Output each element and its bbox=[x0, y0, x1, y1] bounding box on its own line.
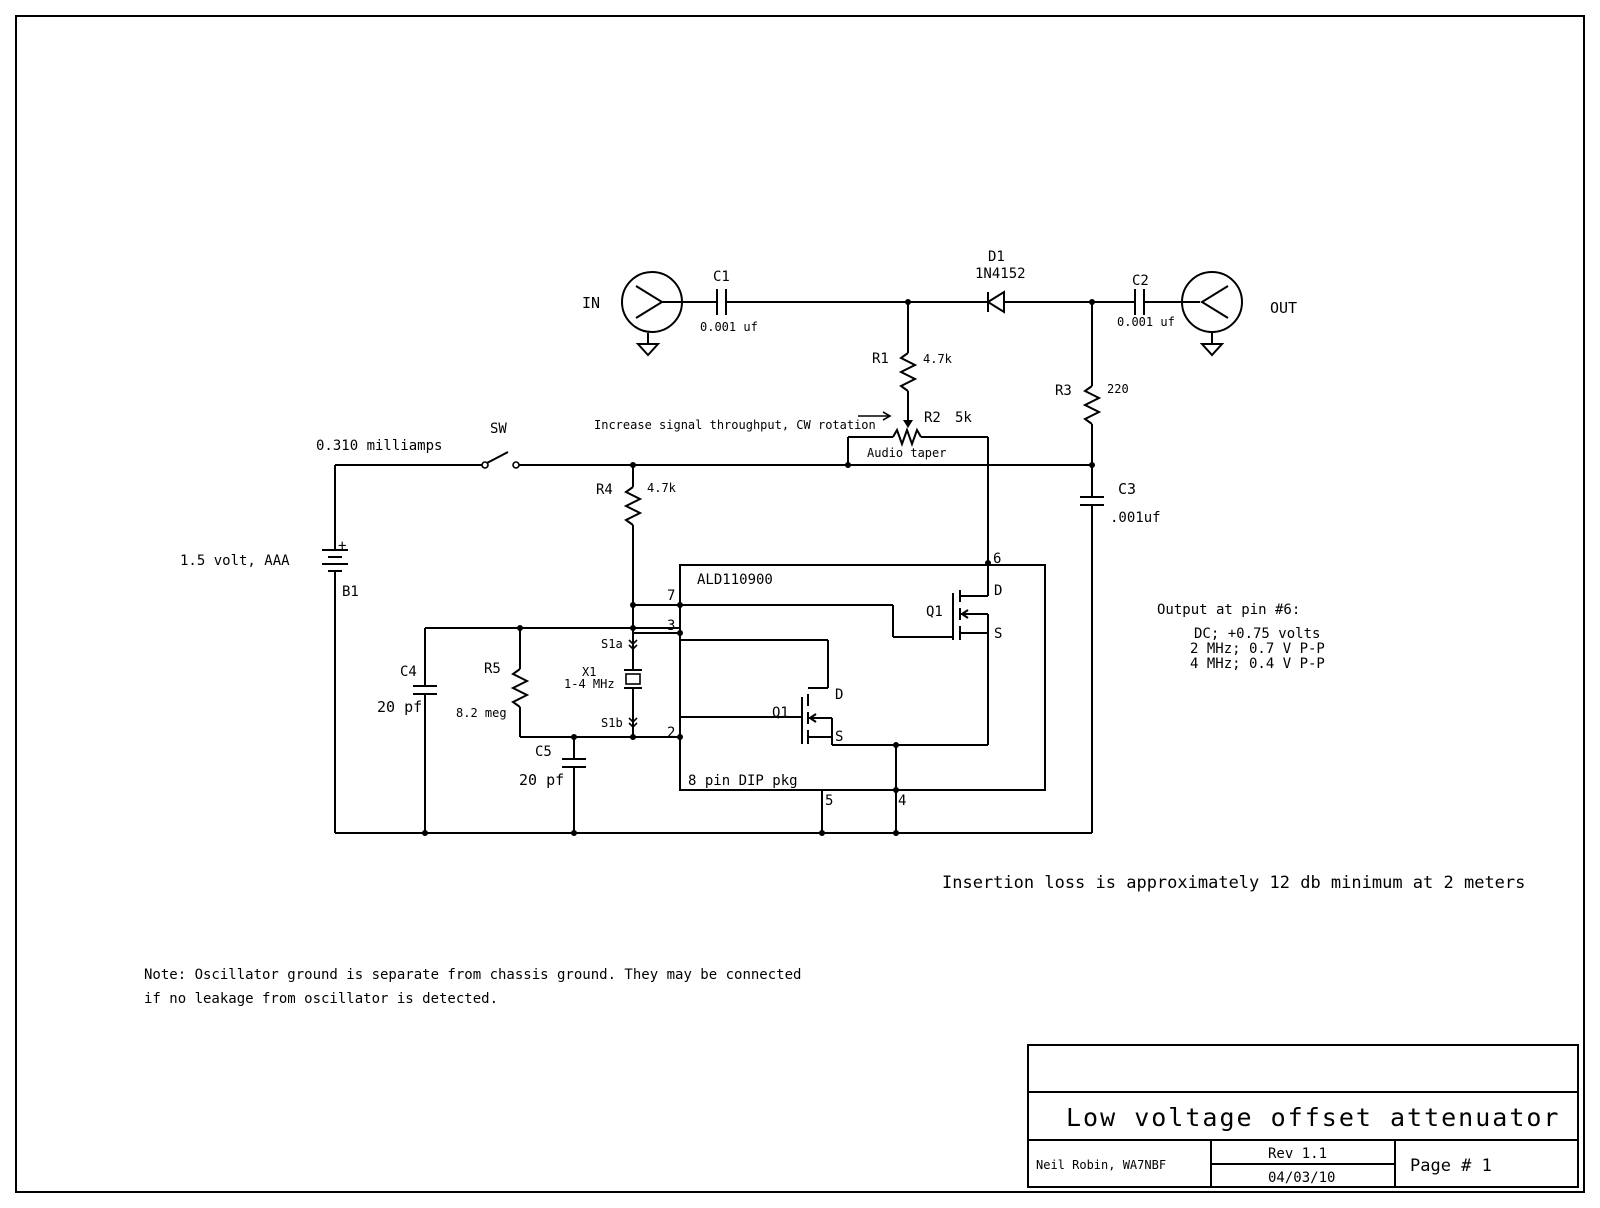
output-line3: 4 MHz; 0.4 V P-P bbox=[1190, 656, 1325, 672]
ic-name: ALD110900 bbox=[697, 572, 773, 588]
battery-value: 1.5 volt, AAA bbox=[180, 553, 290, 569]
resistor-r4 bbox=[623, 465, 643, 633]
output-line1: DC; +0.75 volts bbox=[1194, 626, 1320, 642]
c2-name: C2 bbox=[1132, 273, 1149, 289]
r3-name: R3 bbox=[1055, 383, 1072, 399]
rev-text: Rev 1.1 bbox=[1268, 1146, 1327, 1162]
pin-4: 4 bbox=[898, 793, 906, 809]
battery-plus: + bbox=[338, 538, 346, 554]
q1-lower-source: S bbox=[835, 729, 843, 745]
c1-value: 0.001 uf bbox=[700, 320, 758, 334]
output-heading: Output at pin #6: bbox=[1157, 602, 1300, 618]
r2-taper: Audio taper bbox=[867, 446, 946, 460]
x1-value: 1-4 MHz bbox=[564, 677, 615, 691]
c3-name: C3 bbox=[1118, 480, 1136, 498]
junction-dots bbox=[422, 299, 1095, 836]
sw-name: SW bbox=[490, 421, 507, 437]
capacitor-c2 bbox=[1134, 289, 1200, 315]
note-line2: if no leakage from oscillator is detecte… bbox=[144, 991, 498, 1007]
pin-2: 2 bbox=[667, 725, 675, 741]
resistor-r1 bbox=[898, 302, 918, 428]
q1-lower-drain: D bbox=[835, 687, 843, 703]
r2-note: Increase signal throughput, CW rotation bbox=[594, 418, 876, 432]
resistor-r3 bbox=[1082, 302, 1102, 497]
output-line2: 2 MHz; 0.7 V P-P bbox=[1190, 641, 1325, 657]
pin-5: 5 bbox=[825, 793, 833, 809]
battery-b1 bbox=[322, 549, 348, 833]
out-label: OUT bbox=[1270, 299, 1297, 317]
date-text: 04/03/10 bbox=[1268, 1170, 1335, 1186]
r3-value: 220 bbox=[1107, 382, 1129, 396]
c5-name: C5 bbox=[535, 744, 552, 760]
s1b-label: S1b bbox=[601, 716, 623, 730]
ic-pkg: 8 pin DIP pkg bbox=[688, 773, 798, 789]
c5-value: 20 pf bbox=[519, 771, 564, 789]
input-connector bbox=[621, 271, 717, 357]
supply-rail bbox=[334, 451, 1092, 550]
c1-name: C1 bbox=[713, 269, 730, 285]
title-block bbox=[1027, 1044, 1579, 1188]
r2-value: 5k bbox=[955, 410, 972, 426]
r5-name: R5 bbox=[484, 661, 501, 677]
pin-7: 7 bbox=[667, 588, 675, 604]
q1-lower-name: Q1 bbox=[772, 705, 789, 721]
r4-name: R4 bbox=[596, 482, 613, 498]
sheet-border bbox=[15, 15, 1585, 1193]
pin-6: 6 bbox=[993, 551, 1001, 567]
c2-value: 0.001 uf bbox=[1117, 315, 1175, 329]
current-label: 0.310 milliamps bbox=[316, 438, 442, 454]
c4-value: 20 pf bbox=[377, 698, 422, 716]
title-text: Low voltage offset attenuator bbox=[1066, 1103, 1561, 1132]
x1-name: X1 bbox=[582, 665, 596, 679]
ic-package bbox=[679, 564, 1046, 791]
author-text: Neil Robin, WA7NBF bbox=[1036, 1158, 1166, 1172]
r2-name: R2 bbox=[924, 410, 941, 426]
output-connector bbox=[1181, 271, 1243, 357]
mosfet-q1-lower bbox=[633, 632, 988, 833]
q1-upper-drain: D bbox=[994, 583, 1002, 599]
pin-3: 3 bbox=[667, 618, 675, 634]
r1-name: R1 bbox=[872, 351, 889, 367]
note-line1: Note: Oscillator ground is separate from… bbox=[144, 967, 801, 983]
c4-name: C4 bbox=[400, 664, 417, 680]
capacitor-c1 bbox=[716, 289, 988, 315]
r4-value: 4.7k bbox=[647, 481, 677, 495]
r1-value: 4.7k bbox=[923, 352, 953, 366]
q1-upper-source: S bbox=[994, 626, 1002, 642]
page-text: Page # 1 bbox=[1410, 1156, 1492, 1176]
insertion-loss: Insertion loss is approximately 12 db mi… bbox=[942, 873, 1525, 893]
c3-value: .001uf bbox=[1110, 510, 1161, 526]
d1-name: D1 bbox=[988, 249, 1005, 265]
d1-value: 1N4152 bbox=[975, 266, 1026, 282]
battery-name: B1 bbox=[342, 584, 359, 600]
potentiometer-r2 bbox=[847, 411, 989, 563]
q1-upper-name: Q1 bbox=[926, 604, 943, 620]
s1a-label: S1a bbox=[601, 637, 623, 651]
r5-value: 8.2 meg bbox=[456, 706, 507, 720]
oscillator-network bbox=[413, 627, 680, 833]
capacitor-c3 bbox=[1080, 496, 1104, 833]
in-label: IN bbox=[582, 294, 600, 312]
diode-d1 bbox=[986, 290, 1135, 314]
mosfet-q1-upper bbox=[633, 563, 989, 745]
